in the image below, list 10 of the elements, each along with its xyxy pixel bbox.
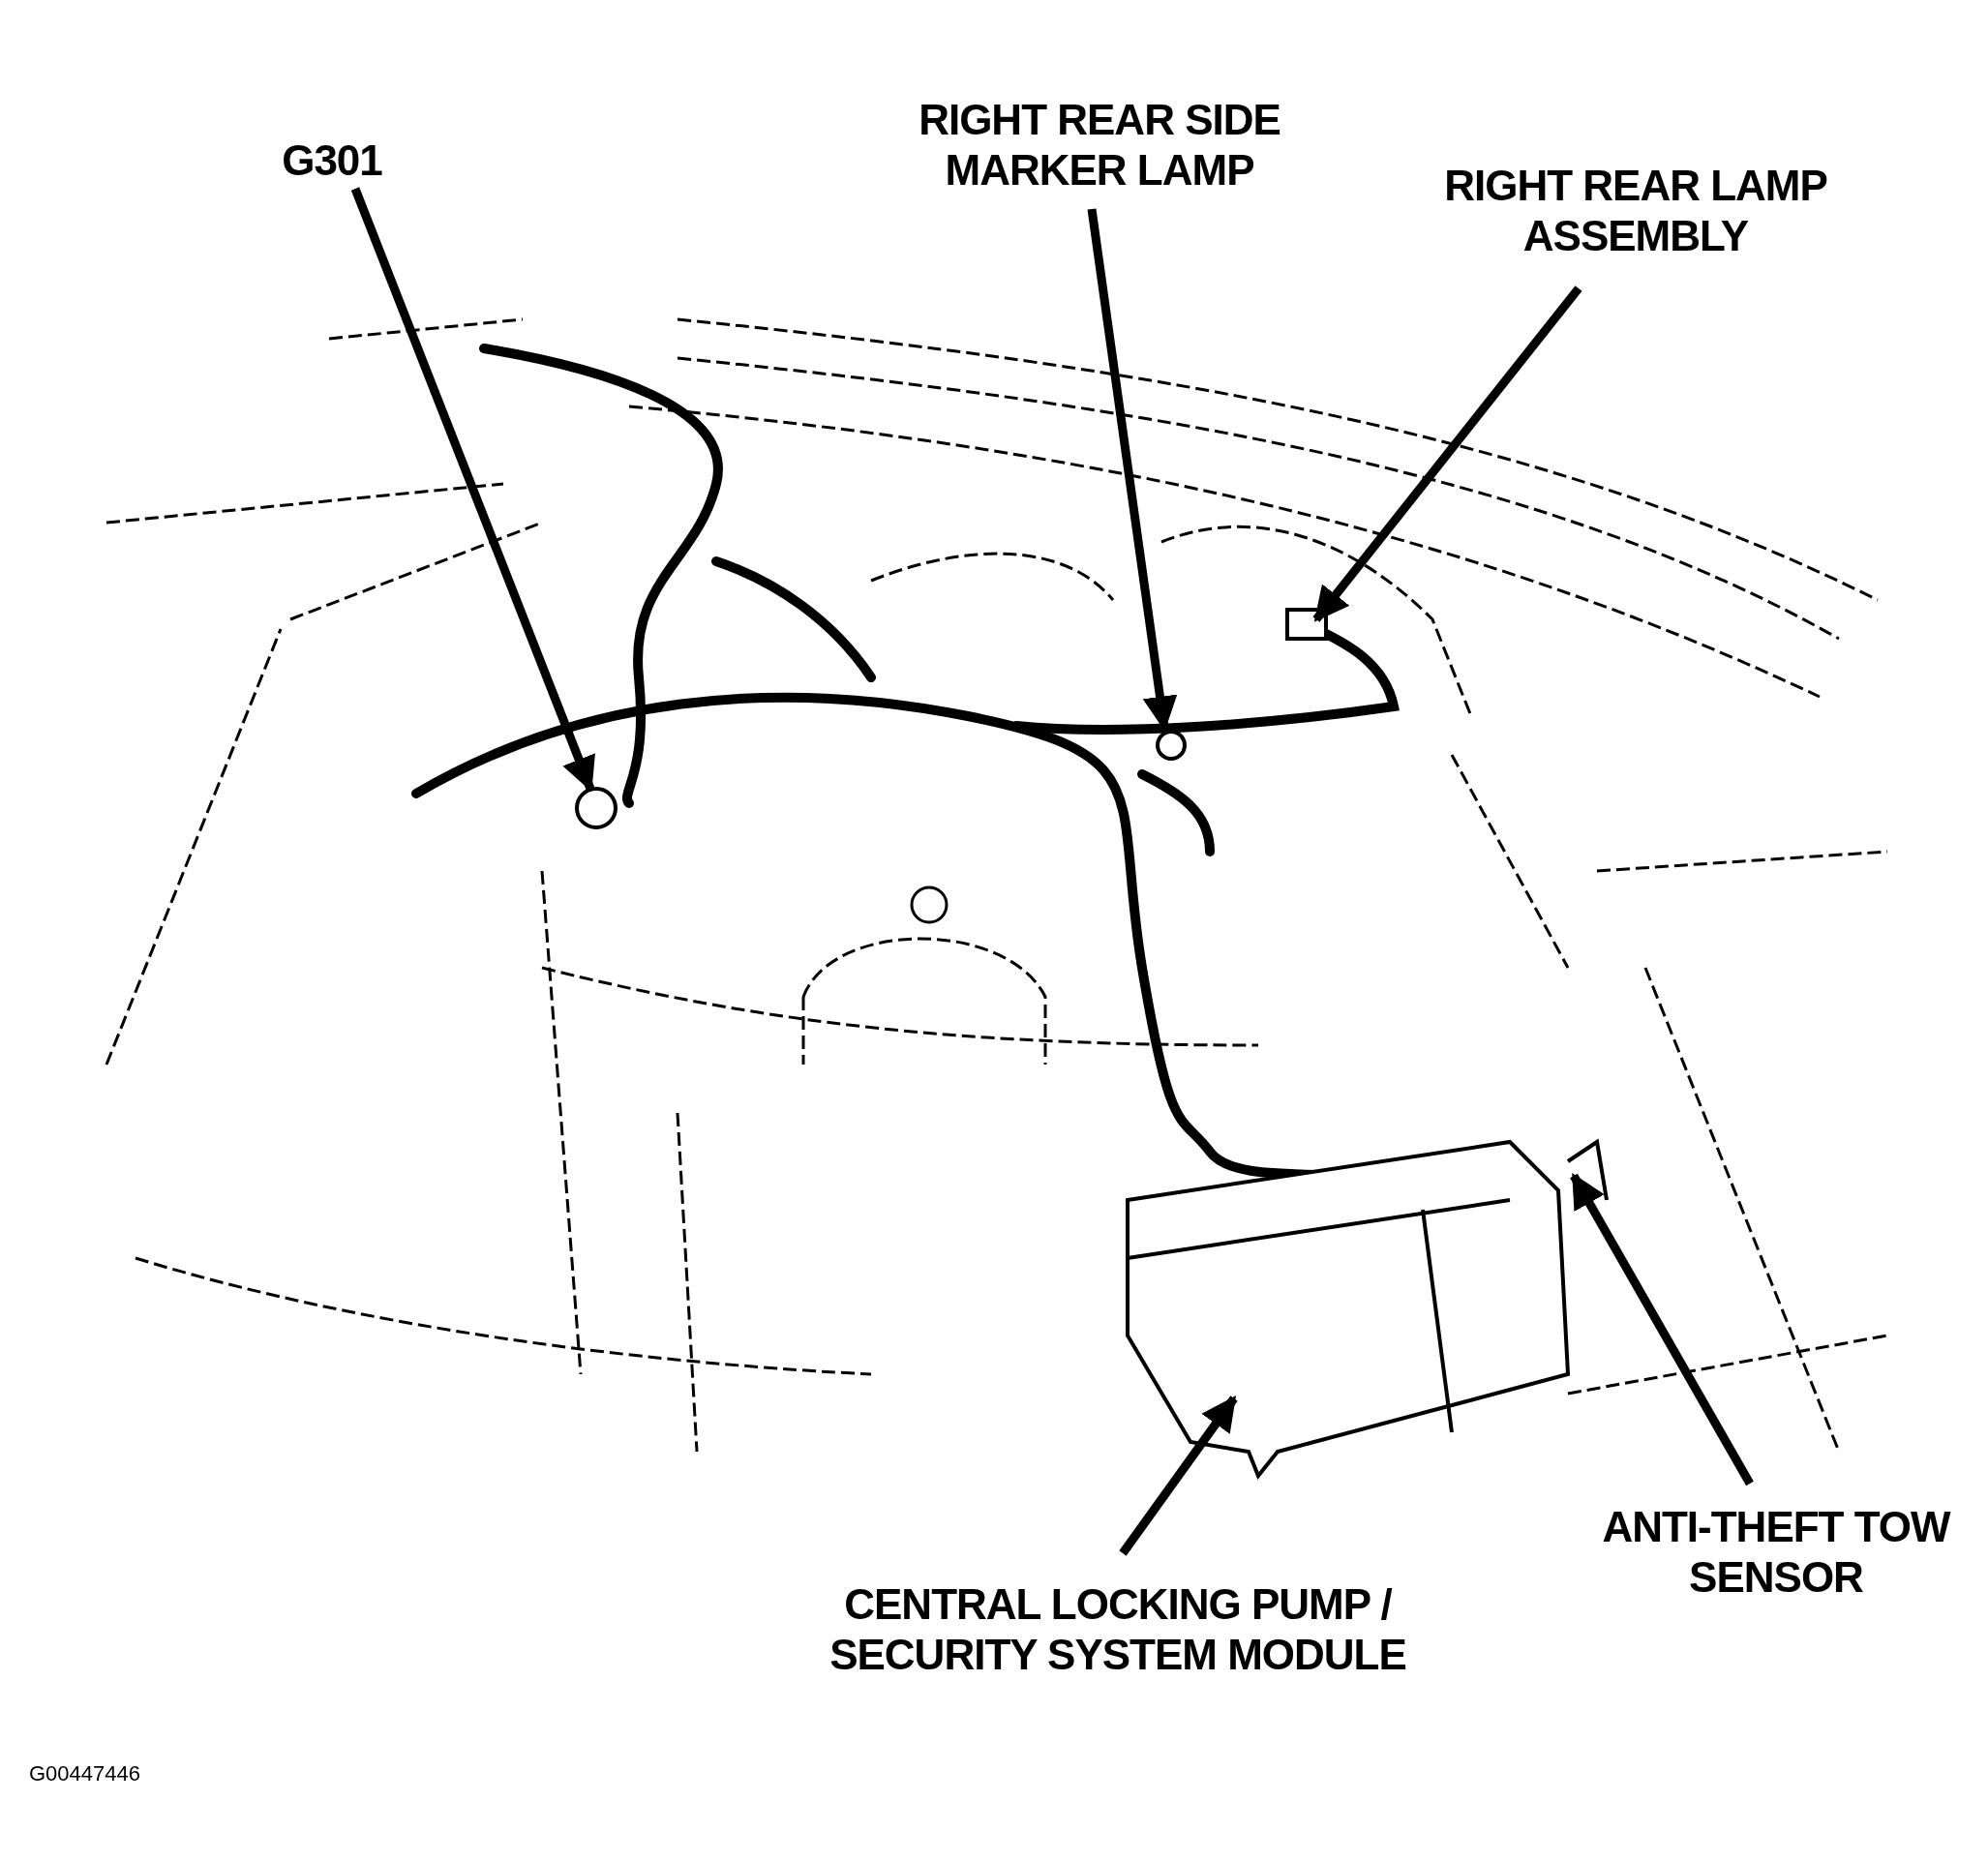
figure-code: G00447446 (29, 1761, 140, 1786)
callout-label: RIGHT REAR LAMP ASSEMBLY (1374, 161, 1897, 261)
callout-label: G301 (259, 135, 405, 186)
leader-line (1119, 1396, 1238, 1556)
leader-line (1312, 285, 1582, 622)
callout-label: RIGHT REAR SIDE MARKER LAMP (828, 95, 1371, 195)
callout-label: ANTI-THEFT TOW SENSOR (1558, 1502, 1988, 1603)
leader-line (350, 187, 595, 793)
callout-label: CENTRAL LOCKING PUMP / SECURITY SYSTEM MODULE (736, 1579, 1500, 1680)
leader-line (1570, 1172, 1754, 1486)
